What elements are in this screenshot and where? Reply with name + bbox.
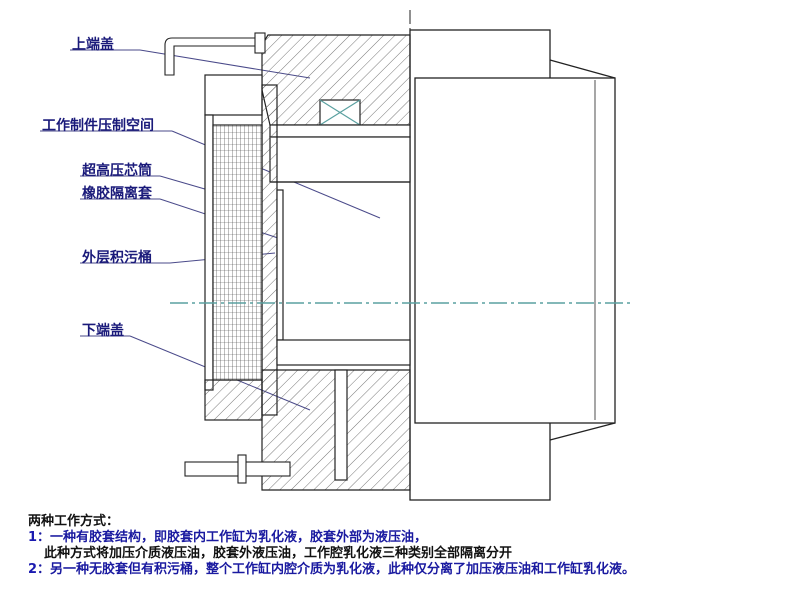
label-rubber-sleeve: 橡胶隔离套	[82, 186, 152, 202]
note-item-2: 2：另一种无胶套但有积污桶，整个工作缸内腔介质为乳化液，此种仅分离了加压液压油和…	[28, 562, 636, 577]
label-bottom-cap: 下端盖	[82, 323, 124, 339]
bottom-cap	[261, 339, 411, 491]
outer-cylinder	[204, 74, 284, 421]
top-cap	[261, 34, 411, 183]
label-core-tube: 超高压芯筒	[82, 163, 152, 179]
note-item-1: 1：一种有胶套结构，即胶套内工作缸为乳化液，胶套外部为液压油，	[28, 530, 428, 545]
note-item-1-continued: 此种方式将加压介质液压油，胶套外液压油，工作腔乳化液三种类别全部隔离分开	[44, 546, 513, 561]
working-modes-notes: 两种工作方式： 1：一种有胶套结构，即胶套内工作缸为乳化液，胶套外部为液压油， …	[28, 514, 635, 578]
label-top-cap: 上端盖	[72, 37, 114, 53]
inlet-pipe	[164, 32, 266, 76]
label-work-space: 工作制件压制空间	[42, 118, 154, 134]
notes-title: 两种工作方式：	[28, 514, 120, 529]
label-dirt-bucket: 外层积污桶	[82, 250, 152, 266]
outlet-pipe	[184, 454, 291, 484]
right-frame	[409, 29, 616, 501]
